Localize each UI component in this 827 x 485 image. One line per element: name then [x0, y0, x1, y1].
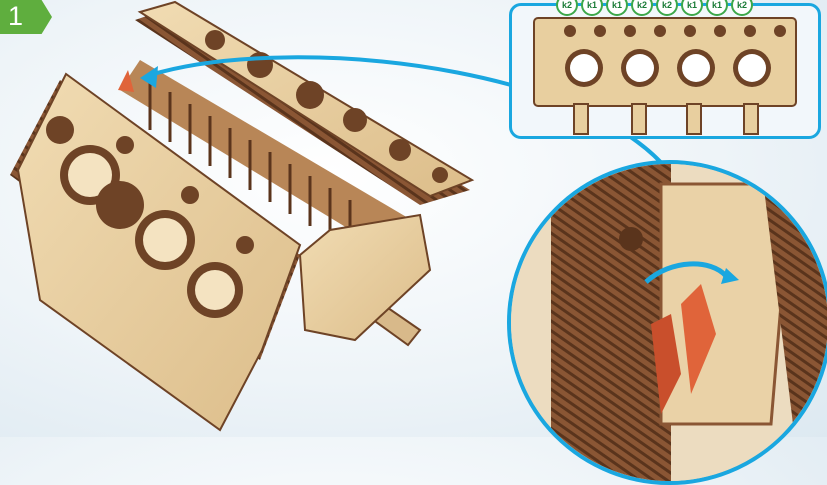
zoom-detail	[507, 160, 827, 485]
cylinder-head-inset: k2 k1 k1 k2 k2 k1 k1 k2	[509, 3, 821, 139]
front-cylinder-head	[10, 74, 300, 430]
inset-plate	[512, 6, 824, 142]
end-plate	[300, 215, 430, 340]
